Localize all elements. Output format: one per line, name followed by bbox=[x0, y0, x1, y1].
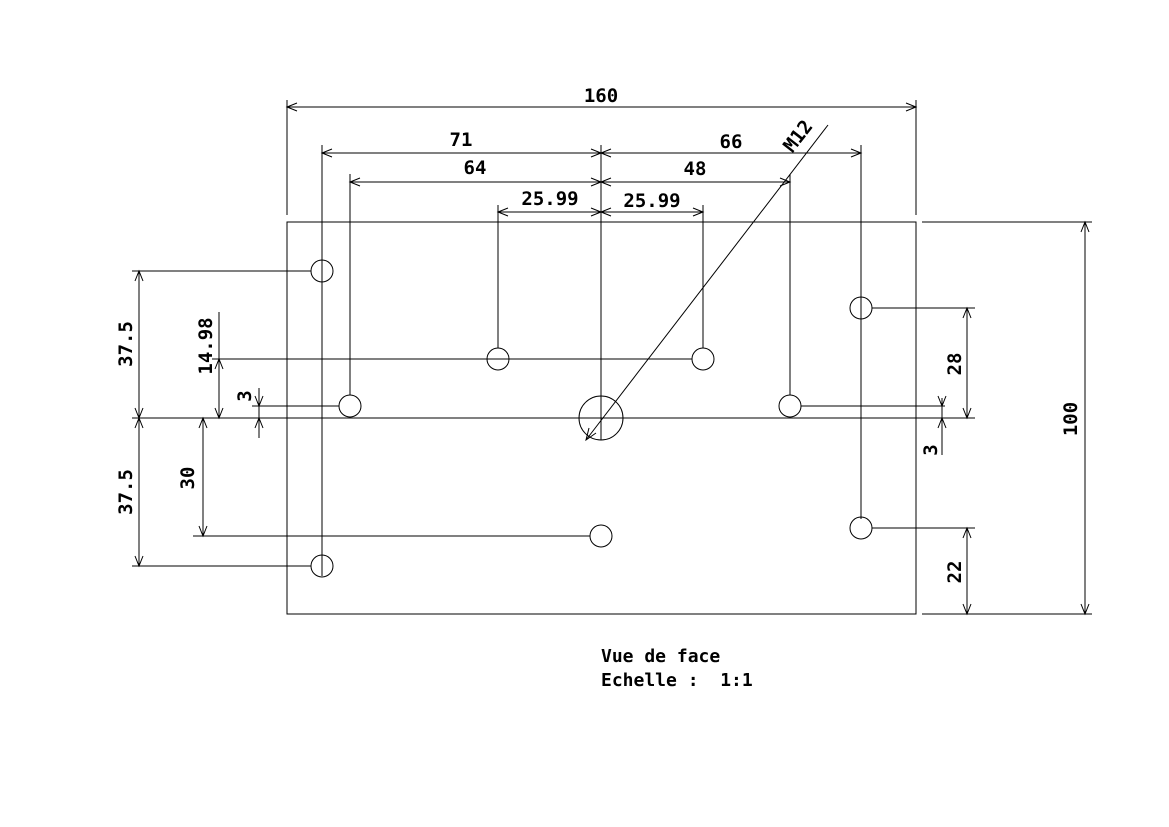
dim-25-99-left-label: 25.99 bbox=[521, 188, 578, 210]
dim-160-label: 160 bbox=[584, 85, 618, 107]
m12-leader-arrow bbox=[585, 427, 597, 442]
dim-71-label: 71 bbox=[450, 129, 473, 151]
dim-3-left-label: 3 bbox=[234, 390, 256, 401]
dim-25-99-right-label: 25.99 bbox=[623, 190, 680, 212]
thread-callout-m12: M12 bbox=[779, 116, 817, 157]
dim-37-5-upper-label: 37.5 bbox=[115, 321, 137, 367]
vertical-dimension-lines bbox=[134, 220, 1090, 616]
hole-upper-center-right bbox=[691, 347, 715, 371]
scale-caption: Echelle : 1:1 bbox=[601, 670, 753, 691]
hole-mid-left bbox=[338, 394, 362, 418]
dim-30-label: 30 bbox=[177, 467, 199, 490]
dim-14-98-label: 14.98 bbox=[195, 317, 217, 374]
m12-leader-line bbox=[585, 124, 829, 441]
dim-64-label: 64 bbox=[464, 157, 487, 179]
horizontal-dimension-lines bbox=[285, 102, 918, 217]
view-caption: Vue de face bbox=[601, 646, 720, 667]
hole-bottom-right bbox=[849, 516, 873, 540]
extension-lines-vertical bbox=[286, 100, 917, 576]
dim-3-right-label: 3 bbox=[920, 444, 942, 455]
hole-mid-right bbox=[778, 394, 802, 418]
extension-lines-horizontal bbox=[132, 221, 1092, 615]
dim-66-label: 66 bbox=[720, 131, 743, 153]
hole-lower-center bbox=[589, 524, 613, 548]
dim-100-label: 100 bbox=[1060, 402, 1082, 436]
dim-28-label: 28 bbox=[944, 353, 966, 376]
dim-48-label: 48 bbox=[684, 158, 707, 180]
dim-22-label: 22 bbox=[944, 561, 966, 584]
dim-37-5-lower-label: 37.5 bbox=[115, 469, 137, 515]
